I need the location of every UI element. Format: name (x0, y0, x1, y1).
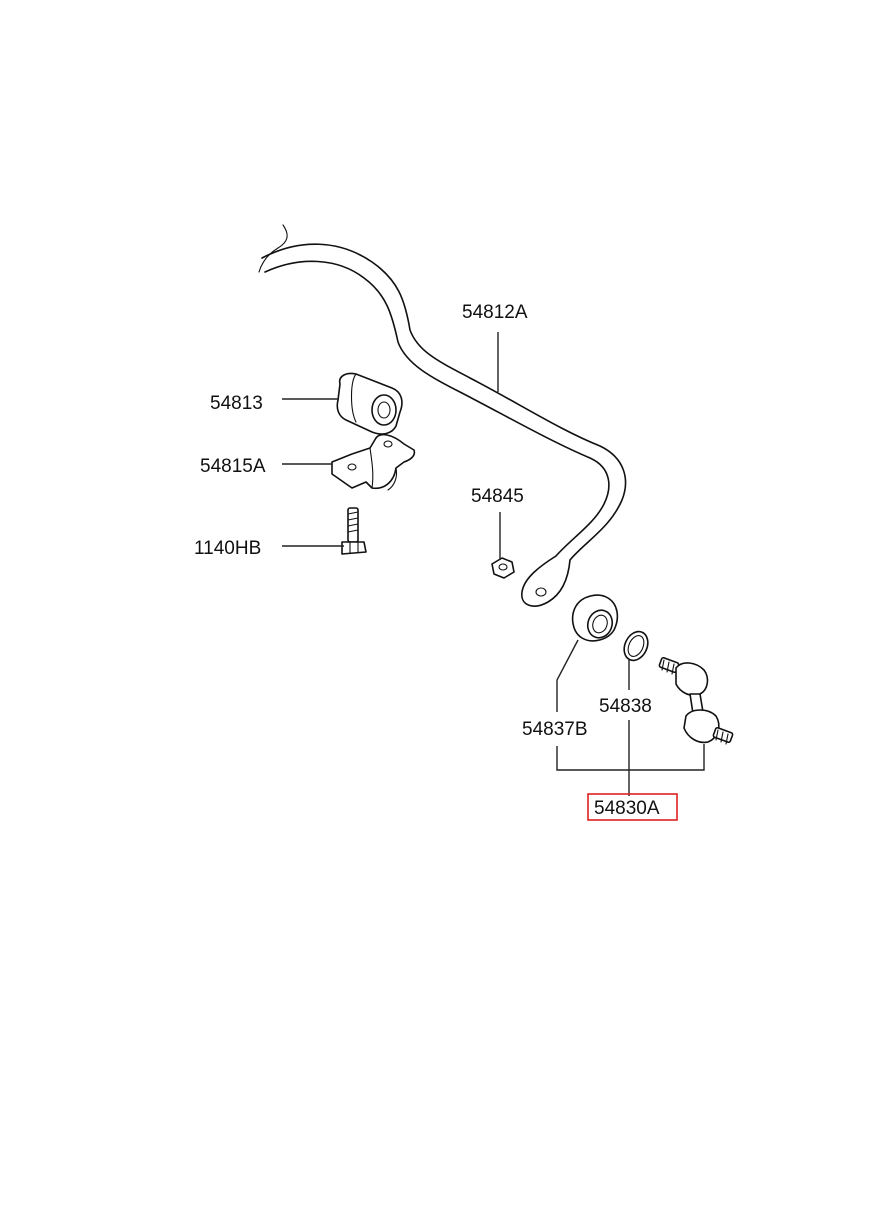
dust-cover[interactable] (571, 594, 619, 642)
ring[interactable] (620, 628, 653, 664)
label-bushing[interactable]: 54813 (210, 393, 263, 414)
stabilizer-link[interactable] (658, 656, 734, 745)
highlight-box (587, 793, 678, 821)
leader-lines (282, 332, 705, 796)
label-bracket[interactable]: 54815A (200, 456, 266, 477)
stabilizer-bar[interactable] (258, 224, 627, 607)
bushing[interactable] (336, 372, 403, 435)
label-stabilizer-bar[interactable]: 54812A (462, 302, 528, 323)
label-ring[interactable]: 54838 (599, 696, 652, 717)
label-link-assembly[interactable]: 54830A (594, 798, 660, 819)
nut[interactable] (491, 557, 515, 579)
bracket[interactable] (331, 433, 416, 491)
label-nut[interactable]: 54845 (471, 486, 524, 507)
bolt[interactable] (341, 507, 367, 555)
label-dust-cover[interactable]: 54837B (522, 719, 588, 740)
label-bolt[interactable]: 1140HB (194, 538, 261, 559)
